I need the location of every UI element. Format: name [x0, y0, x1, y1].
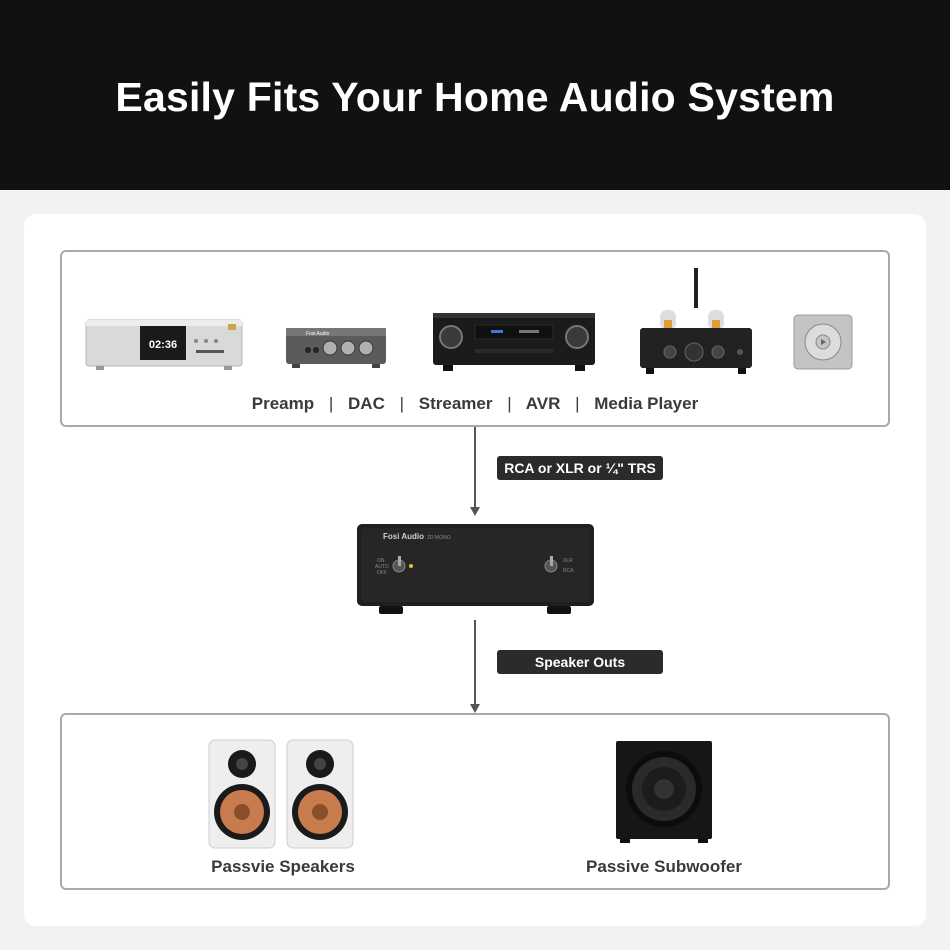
passive-subwoofer-image: [616, 741, 712, 843]
passive-speakers-image: [208, 739, 354, 849]
dac-display-time: 02:36: [149, 339, 177, 351]
amp-model: ZD MONO: [427, 535, 451, 541]
separator: |: [507, 394, 512, 413]
preamp-device-image: 02:36: [85, 319, 243, 370]
speakers-label: Passvie Speakers: [211, 857, 355, 876]
separator: |: [399, 394, 405, 413]
signal-arrow-line: [474, 427, 476, 507]
label-preamp: Preamp: [251, 394, 315, 413]
dac-device-image: Fosi Audio: [286, 328, 386, 368]
separator: |: [575, 394, 580, 413]
label-streamer: Streamer: [418, 394, 493, 413]
header-banner: Easily Fits Your Home Audio System: [0, 0, 950, 190]
amp-switch-rca: RCA: [563, 568, 574, 574]
media-player-image: [793, 314, 853, 370]
avr-device-image: [433, 313, 595, 371]
separator: |: [328, 394, 334, 413]
label-media-player: Media Player: [594, 394, 699, 413]
outputs-box: [60, 713, 890, 890]
speaker-arrow-line: [474, 620, 476, 704]
mono-amplifier-image: Fosi Audio ZD MONO ON AUTO OFF XLR RCA: [357, 524, 594, 614]
input-connection-label: RCA or XLR or ¼" TRS: [497, 456, 663, 480]
amp-switch-on: ON: [377, 558, 385, 564]
label-avr: AVR: [525, 394, 561, 413]
page-title: Easily Fits Your Home Audio System: [115, 74, 835, 120]
amp-brand: Fosi Audio: [383, 532, 424, 541]
speaker-arrow-head: [470, 704, 480, 713]
amp-switch-xlr: XLR: [563, 558, 573, 564]
subwoofer-label: Passive Subwoofer: [586, 857, 742, 876]
dac-brand: Fosi Audio: [306, 331, 330, 337]
label-dac: DAC: [348, 394, 385, 413]
amp-switch-off: OFF: [377, 570, 387, 576]
tube-preamp-image: [640, 268, 752, 374]
output-connection-label: Speaker Outs: [497, 650, 663, 674]
signal-arrow-head: [470, 507, 480, 516]
amp-switch-auto: AUTO: [375, 564, 389, 570]
source-labels: Preamp | DAC | Streamer | AVR | Media Pl…: [62, 394, 888, 414]
